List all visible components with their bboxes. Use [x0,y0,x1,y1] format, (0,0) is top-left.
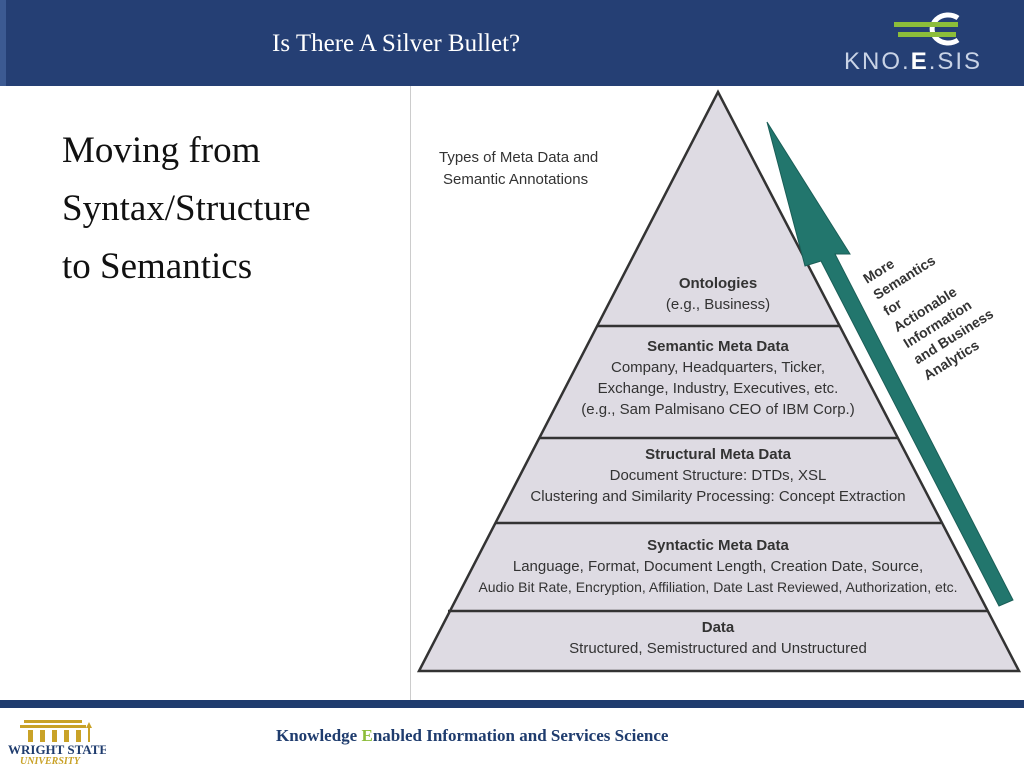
level-detail: (e.g., Business) [666,296,770,313]
diagram-caption-line: Semantic Annotations [443,171,588,188]
slide-body-text: Moving from Syntax/Structure to Semantic… [62,122,402,296]
knoesis-logo-text: KNO.E.SIS [844,48,983,75]
knoesis-logo-mark-icon [894,12,960,46]
metadata-pyramid-figure: Types of Meta Data and Semantic Annotati… [410,86,1024,700]
slide-title: Is There A Silver Bullet? [272,30,521,57]
semantics-arrow [766,121,1014,607]
body-line: Syntax/Structure [62,188,311,229]
level-title-structural: Structural Meta Data [645,446,792,463]
body-line: to Semantics [62,246,253,287]
diagram-caption-line: Types of Meta Data and [439,149,598,166]
level-detail: Exchange, Industry, Executives, etc. [598,380,839,397]
university-name: WRIGHT STATE [8,742,106,757]
level-title-syntactic: Syntactic Meta Data [647,537,789,554]
knoesis-logo: KNO.E.SIS [838,8,1008,78]
wright-state-logo-mark-icon: WRIGHT STATE UNIVERSITY [8,720,108,767]
metadata-pyramid-diagram: Types of Meta Data and Semantic Annotati… [411,86,1024,700]
slide-header: Is There A Silver Bullet? KNO.E.SIS [0,0,1024,86]
level-detail: (e.g., Sam Palmisano CEO of IBM Corp.) [581,401,854,418]
body-line: Moving from [62,130,261,171]
level-detail: Audio Bit Rate, Encryption, Affiliation,… [478,579,957,595]
level-title-data: Data [702,619,735,636]
level-detail: Clustering and Similarity Processing: Co… [530,488,905,505]
level-detail: Structured, Semistructured and Unstructu… [569,640,867,657]
level-detail: Document Structure: DTDs, XSL [610,467,827,484]
header-accent-stripe [0,0,6,86]
level-detail: Company, Headquarters, Ticker, [611,359,825,376]
level-title-ontologies: Ontologies [679,275,757,292]
wright-state-logo: WRIGHT STATE UNIVERSITY [6,716,108,767]
pyramid-shape [416,89,1022,673]
university-word: UNIVERSITY [20,756,81,766]
footer-tagline: Knowledge Enabled Information and Servic… [276,726,669,745]
level-title-semantic: Semantic Meta Data [647,338,789,355]
footer-divider-bar [0,700,1024,708]
slide-footer: WRIGHT STATE UNIVERSITY Knowledge Enable… [0,708,1024,768]
level-detail: Language, Format, Document Length, Creat… [513,558,923,575]
